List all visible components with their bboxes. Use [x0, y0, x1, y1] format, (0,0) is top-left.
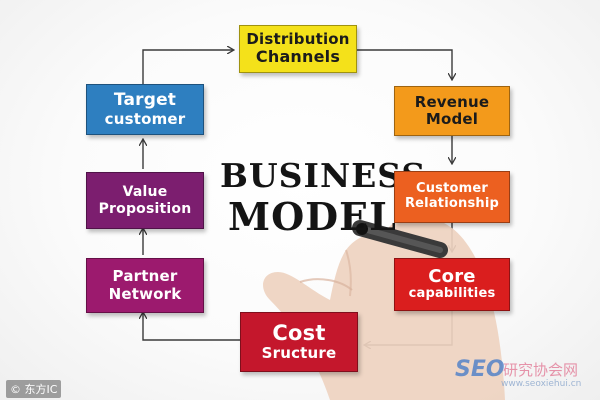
label-relationship: Relationship [404, 196, 500, 211]
arrow-distribution-to-revenue [357, 49, 452, 79]
label-channels: Channels [255, 47, 341, 67]
label-capabilities: capabilities [408, 286, 496, 302]
diagram-title: BUSINESS MODEL [220, 156, 427, 239]
box-core-capabilities: Core capabilities [394, 258, 510, 311]
box-value-proposition: Value Proposition [86, 172, 204, 229]
label-value: Value [122, 184, 168, 201]
label-customer: Customer [415, 181, 489, 197]
label-network: Network [108, 284, 182, 303]
box-partner-network: Partner Network [86, 258, 204, 313]
label-customer-lower: customer [104, 109, 186, 128]
label-core: Core [428, 265, 476, 287]
label-distribution: Distribution [246, 30, 350, 49]
box-target-customer: Target customer [86, 84, 204, 135]
watermark-bottom-right: SEO 研究协会网 www.seoxiehui.cn [455, 355, 595, 395]
box-cost-structure: Cost Sructure [240, 312, 358, 372]
marker-pen-icon [352, 220, 448, 258]
box-customer-relationship: Customer Relationship [394, 171, 510, 223]
title-line-model: MODEL [228, 194, 397, 239]
title-line-business: BUSINESS [220, 156, 427, 195]
label-proposition: Proposition [98, 200, 192, 217]
arrow-cost-to-partner [143, 313, 240, 341]
label-partner: Partner [112, 267, 178, 286]
label-model: Model [425, 110, 479, 128]
watermark-bottom-left: © 东方IC [6, 380, 62, 398]
label-sructure: Sructure [261, 344, 337, 363]
watermark-seo-text: SEO [455, 357, 505, 382]
label-cost: Cost [272, 321, 326, 346]
watermark-dongfang-text: © 东方IC [10, 383, 58, 396]
watermark-cn-text: 研究协会网 [503, 361, 579, 379]
box-distribution-channels: Distribution Channels [239, 25, 357, 73]
label-target: Target [113, 90, 177, 111]
box-revenue-model: Revenue Model [394, 86, 510, 136]
watermark-url-text: www.seoxiehui.cn [501, 379, 582, 389]
arrow-target-to-distribution [142, 50, 233, 84]
label-revenue: Revenue [414, 92, 490, 111]
